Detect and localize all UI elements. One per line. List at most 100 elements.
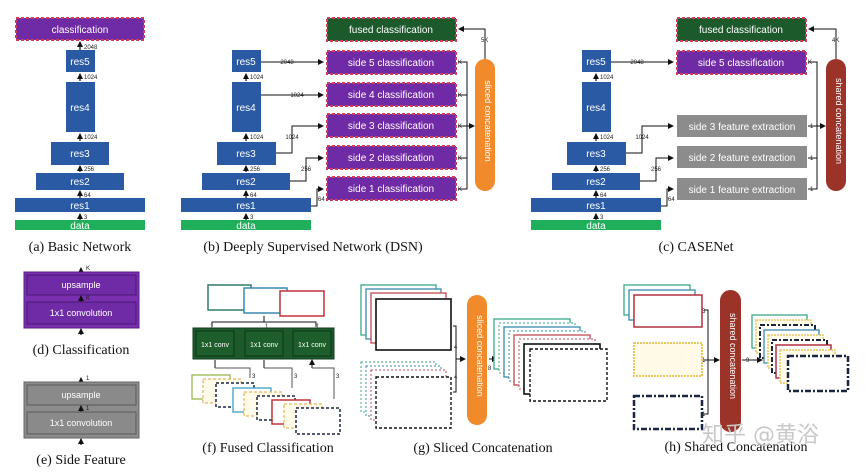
dim-label: 3 [252,374,256,380]
side4-classification-block [326,82,457,107]
feature-map [633,294,703,328]
dim-label: 1024 [635,135,649,141]
dim-label: 2048 [84,45,98,51]
res2-label: res2 [236,177,256,188]
conv-block [292,330,332,357]
side2-connector [290,155,324,182]
panel-h-shared-concatenation: 3 1 1 shared concatenation 9 (h) Shared … [623,284,850,455]
side-classification-blocks: side 5 classification side 4 classificat… [326,50,457,201]
panel-a-basic-network: classification 2048 res5 1024 res4 1024 … [15,17,145,255]
caption-f: (f) Fused Classification [202,441,333,456]
fused-classification-label: fused classification [349,25,433,36]
panel-g-sliced-concatenation: 4 4 sliced concatenation 8 (g) Sliced Co… [360,284,608,456]
caption-d: (d) Classification [33,343,130,358]
dim-label: 3 [600,215,604,221]
dim-label: 64 [84,193,91,199]
side2-classification-block [326,145,457,170]
dim-label: 256 [301,167,312,173]
sliced-concatenation-label: sliced concatenation [483,80,493,162]
dim-label: 1 [702,412,706,418]
side3-classification-block [326,113,457,138]
side5-label: side 5 classification [698,58,784,69]
concat-connector [704,309,709,415]
res4-block [232,82,261,132]
dim-label: 1024 [290,93,304,99]
dim-label: 9 [746,358,750,364]
dim-label: 256 [651,167,662,173]
k-label: K [458,124,462,130]
feature-map [632,394,704,431]
data-block [531,220,661,230]
shared-concatenation-label: shared concatenation [728,313,738,399]
data-label: data [586,221,606,232]
dim-label: 4 [454,345,458,351]
upsample-label: upsample [61,280,100,290]
conv-block [244,330,284,357]
panel-f-fused-classification: 1 1 1 1x1 conv 1x1 conv 1x1 conv 3 3 3 (… [191,284,341,456]
dim-label: 3 [702,309,706,315]
res3-label: res3 [70,149,90,160]
k-label: K [458,187,462,193]
panel-e-side-feature: 1 upsample 1 1x1 convolution (e) Side Fe… [23,376,140,468]
res2-label: res2 [70,177,90,188]
dim-label: K [86,296,90,302]
caption-g: (g) Sliced Concatenation [413,441,552,456]
res4-label: res4 [586,103,606,114]
side3-label: side 3 classification [348,121,434,132]
dim-label: 64 [668,197,675,203]
side2-label: side 2 classification [348,153,434,164]
res3-block [567,142,626,165]
caption-h: (h) Shared Concatenation [664,440,807,455]
conv-block [195,330,235,357]
side3-connector [626,123,674,154]
caption-c: (c) CASENet [658,240,733,255]
feature-map [633,342,703,377]
dim-label: 2048 [280,60,294,66]
res5-block [582,50,611,72]
dim-label: 1024 [285,135,299,141]
side1-connector [661,186,674,207]
conv-label: 1x1 conv [201,342,230,349]
res4-label: res4 [70,103,90,114]
k-label: K [458,93,462,99]
dim-label: 3 [294,374,298,380]
one-label: 1 [810,156,814,162]
feature-map [375,298,452,351]
conv-label: 1x1 conv [298,342,327,349]
dim-label: 256 [600,167,611,173]
side3-feature-block [677,115,807,137]
res1-label: res1 [586,201,606,212]
res3-label: res3 [586,149,606,160]
shared-concatenation-block [720,290,741,432]
dim-label: 1024 [600,135,614,141]
res2-block [552,173,640,190]
res4-block [66,82,95,132]
res1-label: res1 [236,201,256,212]
side1-label: side 1 classification [348,184,434,195]
res2-block [36,173,124,190]
input-connectors [215,367,335,399]
res3-block [217,142,276,165]
caption-e: (e) Side Feature [36,453,125,468]
out-dim-label: 5K [481,38,488,44]
input-arrows [214,360,312,368]
output-map [279,290,325,317]
watermark: 知乎 @黄浴 [702,423,819,448]
dim-label: 2048 [630,60,644,66]
panel-b-dsn: res5 1024 res4 1024 res3 256 res2 64 res… [181,17,495,255]
data-label: data [70,221,90,232]
res4-block [582,82,611,132]
dim-label: 1024 [600,75,614,81]
res3-block [51,142,109,165]
dim-label: 1 [86,376,90,382]
caption-b: (b) Deeply Supervised Network (DSN) [203,240,423,255]
fused-classification-block [676,17,807,42]
dim-label: 1 [86,406,90,412]
k-label: K [458,60,462,66]
dim-label: 1 [210,324,214,330]
conv-block [26,411,137,435]
dim-label: 256 [84,167,95,173]
res3-label: res3 [236,149,256,160]
dim-label: 1 [265,324,269,330]
out-dim-label: 4K [832,38,839,44]
